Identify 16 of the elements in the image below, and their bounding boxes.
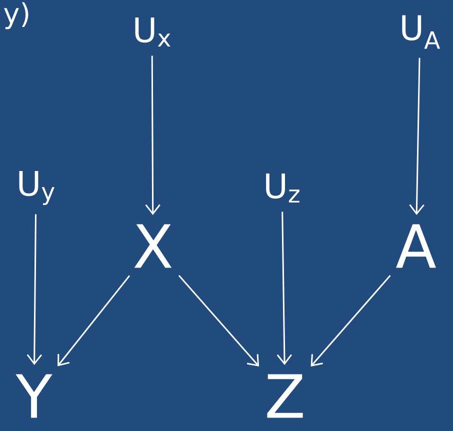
text-label: y) [4, 2, 28, 30]
variable-label: Y [16, 374, 52, 418]
arrow [310, 275, 391, 366]
variable-label: U$_{x}$ [135, 17, 170, 47]
arrow [145, 56, 160, 216]
variable-label: X [134, 224, 172, 268]
arrow [58, 275, 130, 366]
variable-label: U$_{z}$ [266, 173, 300, 203]
arrow [178, 275, 260, 366]
variable-label: A [396, 224, 436, 268]
arrow [26, 214, 42, 366]
variable-label: U$_{A}$ [402, 15, 440, 49]
variable-label: Z [267, 374, 303, 418]
arrow [409, 58, 424, 216]
variable-label: U$_{y}$ [19, 170, 54, 206]
arrow [276, 212, 292, 366]
